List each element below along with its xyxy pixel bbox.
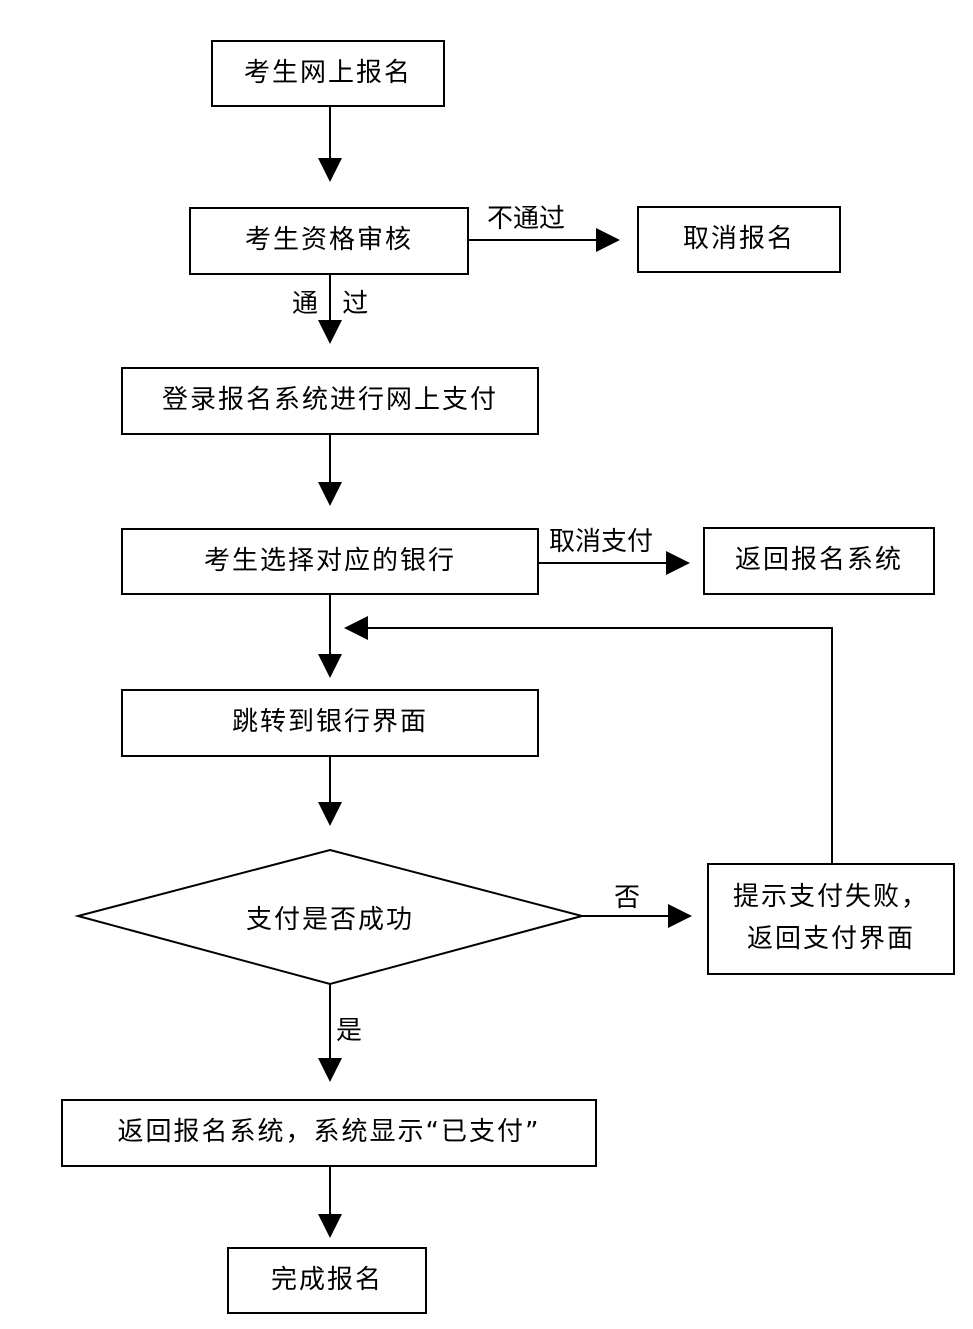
- node-login-pay-label: 登录报名系统进行网上支付: [161, 385, 498, 416]
- node-return-paid: 返回报名系统，系统显示“已支付”: [61, 1099, 597, 1167]
- node-login-pay: 登录报名系统进行网上支付: [121, 367, 539, 435]
- node-qualification-review-label: 考生资格审核: [244, 225, 413, 256]
- node-jump-bank-label: 跳转到银行界面: [231, 707, 428, 738]
- node-choose-bank-label: 考生选择对应的银行: [203, 545, 456, 576]
- node-online-registration: 考生网上报名: [211, 40, 445, 107]
- node-payment-failed-line2: 返回支付界面: [746, 924, 915, 954]
- node-online-registration-label: 考生网上报名: [243, 57, 412, 88]
- edge-label-not-pass: 不通过: [487, 204, 566, 234]
- edge-label-cancel-pay: 取消支付: [549, 527, 654, 557]
- node-cancel-registration: 取消报名: [637, 206, 841, 273]
- node-payment-failed-line1: 提示支付失败，: [732, 882, 929, 913]
- node-payment-failed: 提示支付失败， 返回支付界面: [707, 863, 955, 975]
- edge-label-pass: 通 过: [292, 289, 377, 319]
- node-return-system: 返回报名系统: [703, 527, 935, 595]
- node-complete-label: 完成报名: [270, 1264, 383, 1295]
- node-cancel-registration-label: 取消报名: [682, 223, 795, 254]
- node-return-paid-label: 返回报名系统，系统显示“已支付”: [117, 1117, 541, 1148]
- arrow-fail-loop-back: [364, 627, 833, 864]
- node-qualification-review: 考生资格审核: [189, 207, 469, 275]
- node-jump-bank: 跳转到银行界面: [121, 689, 539, 757]
- decision-payment-success-label: 支付是否成功: [245, 904, 414, 935]
- node-return-system-label: 返回报名系统: [734, 545, 903, 576]
- node-complete: 完成报名: [227, 1247, 427, 1314]
- edge-label-no: 否: [614, 883, 641, 913]
- node-choose-bank: 考生选择对应的银行: [121, 528, 539, 595]
- edge-label-yes: 是: [336, 1016, 363, 1046]
- decision-payment-success-label-wrap: 支付是否成功: [78, 850, 582, 984]
